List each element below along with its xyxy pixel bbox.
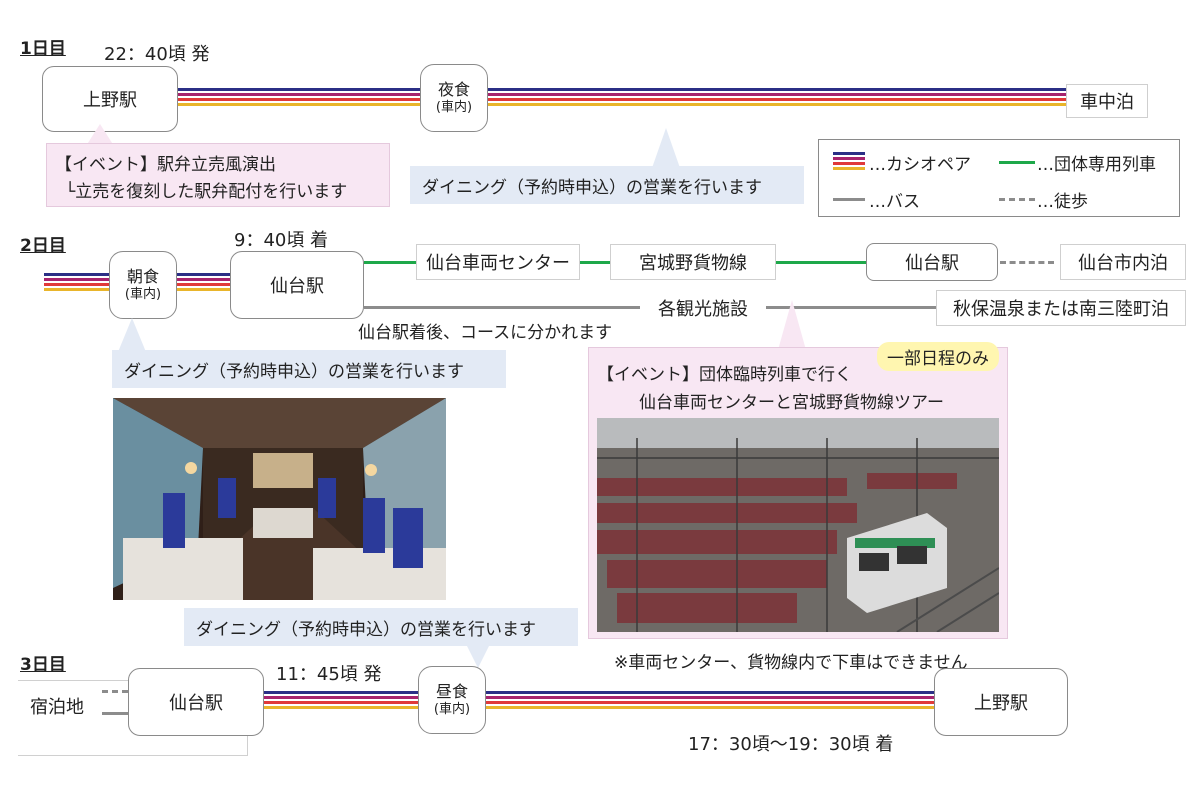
day2-arrive-time: 9：40頃 着 <box>234 230 329 251</box>
dining-callout-pointer <box>118 318 146 352</box>
photo-note: ※車両センター、貨物線内で下車はできません <box>614 653 968 673</box>
legend-cassiopeia-label: …カシオペア <box>869 155 971 175</box>
meal-sub: (車内) <box>433 701 471 717</box>
station-name: 仙台駅 <box>270 276 324 297</box>
day3-label: 3日目 <box>20 655 66 675</box>
day3-dining-note: ダイニング（予約時申込）の営業を行います <box>184 608 578 646</box>
legend-walk-label: …徒歩 <box>1037 192 1088 212</box>
sendai-station-box-2: 仙台駅 <box>866 243 998 281</box>
cassiopeia-line-day3 <box>264 691 936 711</box>
sendai-depot-stop: 仙台車両センター <box>416 244 580 280</box>
walk-line <box>1000 261 1054 264</box>
day1-label: 1日目 <box>20 39 66 59</box>
ueno-station-box: 上野駅 <box>42 66 178 132</box>
dining-car-illustration <box>113 398 446 600</box>
legend-cassiopeia-swatch <box>833 152 865 172</box>
legend-group-label: …団体専用列車 <box>1037 155 1156 175</box>
legend-walk-swatch <box>999 198 1035 201</box>
meal-title: 昼食 <box>435 681 468 701</box>
legend-bus-label: …バス <box>869 192 920 212</box>
day1-event-callout: 【イベント】駅弁立売風演出 └立売を復刻した駅弁配付を行います <box>46 143 390 207</box>
miyagino-freight-stop: 宮城野貨物線 <box>610 244 776 280</box>
bus-line-lower <box>102 712 128 715</box>
sendai-station-box: 仙台駅 <box>230 251 364 319</box>
station-name: 上野駅 <box>83 90 137 111</box>
dinner-box: 夜食 (車内) <box>420 64 488 132</box>
legend-group-swatch <box>999 161 1035 164</box>
meal-sub: (車内) <box>435 99 473 115</box>
station-name: 仙台駅 <box>905 253 959 274</box>
day2-label: 2日目 <box>20 236 66 256</box>
lunch-box: 昼食 (車内) <box>418 666 486 734</box>
event-title: 【イベント】駅弁立売風演出 <box>55 155 276 175</box>
dining-callout-pointer <box>464 640 492 668</box>
event-callout-pointer <box>86 124 114 146</box>
event-callout-pointer <box>778 300 806 350</box>
ueno-station-box-day3: 上野駅 <box>934 668 1068 736</box>
event-title: 【イベント】団体臨時列車で行く <box>597 365 852 385</box>
day1-depart-time: 22：40頃 発 <box>104 44 210 65</box>
day1-dining-note: ダイニング（予約時申込）の営業を行います <box>410 166 804 204</box>
day3-depart-time: 11：45頃 発 <box>276 664 382 685</box>
event-detail: └立売を復刻した駅弁配付を行います <box>65 182 348 202</box>
station-name: 上野駅 <box>974 693 1028 714</box>
meal-title: 朝食 <box>126 266 159 286</box>
station-name: 仙台駅 <box>169 693 223 714</box>
legend: …カシオペア …団体専用列車 …バス …徒歩 <box>818 139 1180 217</box>
meal-title: 夜食 <box>437 79 470 99</box>
akiu-minamisanriku-stay: 秋保温泉または南三陸町泊 <box>936 290 1186 326</box>
breakfast-box: 朝食 (車内) <box>109 251 177 319</box>
overnight-on-train: 車中泊 <box>1066 84 1148 118</box>
day2-event-panel: 一部日程のみ 【イベント】団体臨時列車で行く 仙台車両センターと宮城野貨物線ツア… <box>588 342 1008 639</box>
dining-callout-pointer <box>652 128 680 168</box>
legend-bus-swatch <box>833 198 865 201</box>
sightseeing-spots: 各観光施設 <box>640 291 766 325</box>
lodging-label: 宿泊地 <box>30 693 84 719</box>
day3-arrive-time: 17：30頃～19：30頃 着 <box>688 734 894 755</box>
meal-sub: (車内) <box>124 286 162 302</box>
freight-yard-photo <box>597 418 999 632</box>
day2-dining-note: ダイニング（予約時申込）の営業を行います <box>112 350 506 388</box>
freight-yard-illustration <box>597 418 999 632</box>
event-detail: 仙台車両センターと宮城野貨物線ツアー <box>639 393 944 413</box>
dining-car-photo <box>113 398 446 600</box>
walk-line-upper <box>102 690 128 693</box>
sendai-station-box-day3: 仙台駅 <box>128 668 264 736</box>
sendai-city-stay: 仙台市内泊 <box>1060 244 1186 280</box>
partial-schedule-badge: 一部日程のみ <box>877 342 999 371</box>
course-split-note: 仙台駅着後、コースに分かれます <box>358 323 613 343</box>
cassiopeia-line-day1 <box>178 88 1066 108</box>
